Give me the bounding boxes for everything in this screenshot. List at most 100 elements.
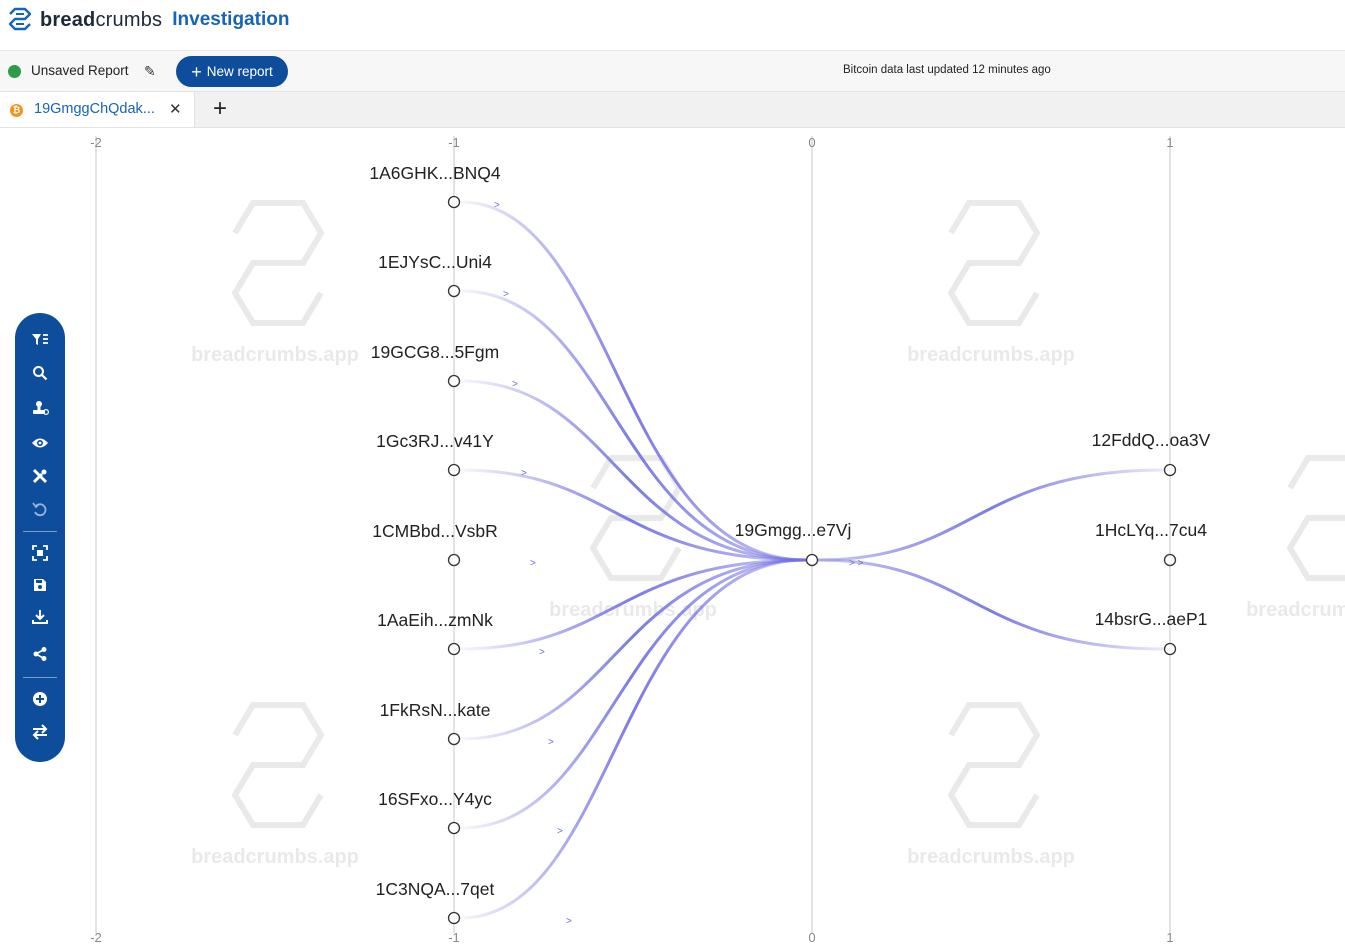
- address-label[interactable]: 19GCG8...5Fgm: [371, 342, 499, 362]
- column-label-top: -2: [90, 135, 102, 150]
- product-name: Investigation: [172, 9, 290, 30]
- address-node[interactable]: [1163, 463, 1177, 477]
- filter-tool-button[interactable]: [25, 326, 55, 354]
- swap-icon: [31, 724, 49, 740]
- flow-arrow-icon: >: [557, 826, 563, 837]
- flow-arrow-icon: >: [548, 737, 554, 748]
- tab-graph[interactable]: ₿ 19GmggChQdak... ✕: [0, 92, 195, 127]
- address-label[interactable]: 14bsrG...aeP1: [1095, 609, 1208, 629]
- brand-name: breadcrumbs: [40, 8, 163, 31]
- download-icon: [32, 609, 48, 625]
- share-tool-button[interactable]: [25, 640, 55, 668]
- search-tool-button[interactable]: [25, 359, 55, 387]
- report-bar: Unsaved Report ✎ + New report Bitcoin da…: [0, 51, 1345, 92]
- save-tool-button[interactable]: [25, 571, 55, 599]
- app-logo[interactable]: breadcrumbs Investigation: [6, 6, 289, 34]
- address-node[interactable]: [447, 821, 461, 835]
- address-node[interactable]: [447, 911, 461, 925]
- flow-edge[interactable]: [459, 468, 807, 562]
- watermark: breadcrumbs.app: [191, 702, 359, 868]
- bitcoin-icon: ₿: [10, 104, 23, 117]
- address-node[interactable]: [447, 284, 461, 298]
- flow-edge[interactable]: [459, 289, 807, 562]
- address-label[interactable]: 16SFxo...Y4yc: [378, 789, 492, 809]
- label-tool-button[interactable]: [25, 394, 55, 422]
- address-node-center[interactable]: [805, 553, 819, 567]
- watermark: breadcrumbs.app: [907, 200, 1075, 366]
- address-label[interactable]: 12FddQ...oa3V: [1092, 430, 1211, 450]
- column-label-top: -1: [448, 135, 460, 150]
- add-icon: [32, 691, 48, 707]
- address-label[interactable]: 1HcLYq...7cu4: [1095, 520, 1207, 540]
- app-header: breadcrumbs Investigation: [0, 0, 1345, 51]
- address-label-center[interactable]: 19Gmgg...e7Vj: [735, 520, 852, 540]
- watermark-logo-icon: [947, 200, 1041, 326]
- flow-edge[interactable]: [459, 200, 807, 562]
- address-label[interactable]: 1A6GHK...BNQ4: [369, 163, 501, 183]
- address-label[interactable]: 1AaEih...zmNk: [377, 610, 493, 630]
- flow-edge[interactable]: [459, 379, 807, 562]
- add-tool-button[interactable]: [25, 685, 55, 713]
- stamp-icon: [31, 400, 49, 416]
- address-node[interactable]: [447, 642, 461, 656]
- watermark-text: breadcrumbs.app: [1246, 599, 1345, 621]
- tools-icon: [32, 468, 48, 484]
- close-tab-icon[interactable]: ✕: [169, 101, 182, 118]
- watermark-text: breadcrumbs.app: [549, 599, 717, 621]
- address-label[interactable]: 1EJYsC...Uni4: [378, 252, 492, 272]
- watermark-logo-icon: [1286, 455, 1345, 581]
- flow-graph[interactable]: breadcrumbs.app breadcrumbs.app breadcrumb…: [0, 128, 1345, 947]
- flow-edge[interactable]: [459, 558, 807, 920]
- flow-arrow-icon: >: [503, 289, 509, 300]
- new-report-button[interactable]: + New report: [176, 56, 288, 87]
- address-node[interactable]: [447, 463, 461, 477]
- address-node[interactable]: [447, 374, 461, 388]
- view-tool-button[interactable]: [25, 429, 55, 457]
- address-label[interactable]: 1CMBbd...VsbR: [372, 521, 497, 541]
- watermark-text: breadcrumbs.app: [191, 846, 359, 868]
- graph-canvas[interactable]: breadcrumbs.app breadcrumbs.app breadcrumb…: [0, 128, 1345, 947]
- flow-arrow-icon: >: [539, 647, 545, 658]
- flow-arrow-icon: >: [566, 916, 572, 927]
- flow-edge[interactable]: [817, 558, 1165, 651]
- address-label[interactable]: 1Gc3RJ...v41Y: [376, 431, 494, 451]
- watermark-logo-icon: [589, 455, 683, 581]
- tools-tool-button[interactable]: [25, 462, 55, 490]
- flow-edge[interactable]: [459, 558, 807, 741]
- watermark: breadcrumbs.app: [907, 702, 1075, 868]
- address-node[interactable]: [1163, 642, 1177, 656]
- report-name[interactable]: Unsaved Report: [31, 63, 129, 78]
- eye-icon: [31, 436, 49, 450]
- flow-edge[interactable]: [459, 558, 807, 651]
- address-node[interactable]: [447, 195, 461, 209]
- save-icon: [33, 578, 47, 592]
- watermark: breadcrumbs.app: [191, 200, 359, 366]
- address-label[interactable]: 1C3NQA...7qet: [376, 879, 495, 899]
- flow-arrow-icon: >: [494, 200, 500, 211]
- column-label-bottom: -2: [90, 930, 102, 945]
- column-label-bottom: -1: [448, 930, 460, 945]
- data-status-text: Bitcoin data last updated 12 minutes ago: [843, 64, 1051, 76]
- filter-icon: [31, 332, 49, 348]
- address-label[interactable]: 1FkRsN...kate: [380, 700, 491, 720]
- column-label-top: 1: [1166, 135, 1173, 150]
- undo-tool-button[interactable]: [25, 495, 55, 523]
- address-node[interactable]: [1163, 553, 1177, 567]
- search-icon: [32, 365, 48, 381]
- focus-tool-button[interactable]: [25, 539, 55, 567]
- flow-edge[interactable]: [459, 558, 807, 830]
- tab-label: 19GmggChQdak...: [34, 101, 155, 117]
- add-tab-button[interactable]: +: [213, 95, 228, 122]
- address-node[interactable]: [447, 553, 461, 567]
- flow-edge[interactable]: [817, 468, 1165, 562]
- swap-tool-button[interactable]: [25, 718, 55, 746]
- address-node[interactable]: [447, 732, 461, 746]
- edit-pencil-icon[interactable]: ✎: [144, 63, 156, 79]
- column-label-bottom: 1: [1166, 930, 1173, 945]
- watermark: breadcrumbs.app: [549, 455, 717, 621]
- plus-icon: +: [191, 61, 202, 82]
- download-tool-button[interactable]: [25, 603, 55, 631]
- focus-icon: [32, 545, 48, 561]
- tab-bar: ₿ 19GmggChQdak... ✕ +: [0, 92, 1345, 128]
- column-label-top: 0: [808, 135, 815, 150]
